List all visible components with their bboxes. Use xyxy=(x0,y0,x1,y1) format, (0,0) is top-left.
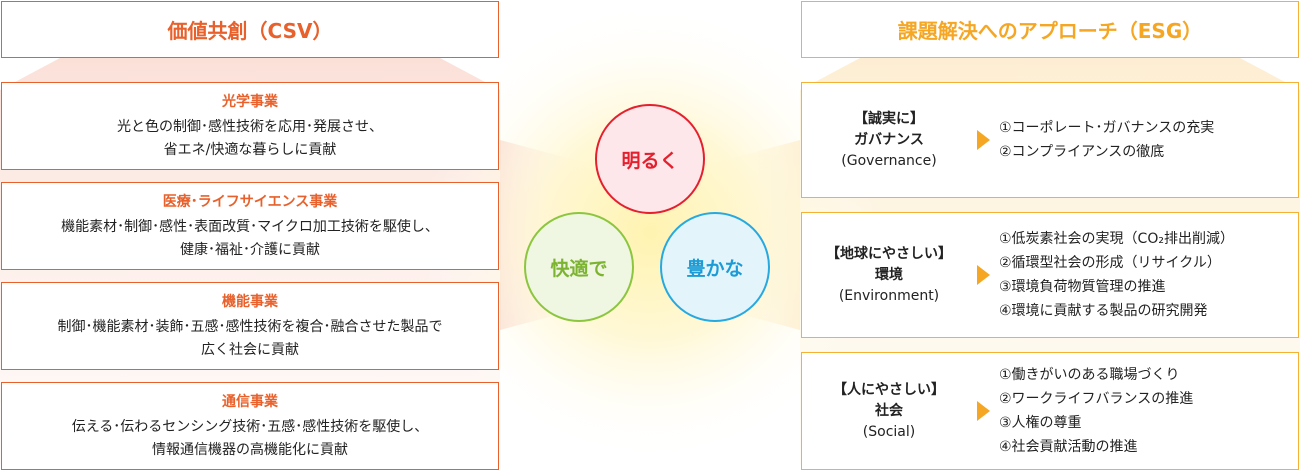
circle-rich: 豊かな xyxy=(660,212,770,322)
list-item: ②循環型社会の形成（リサイクル） xyxy=(999,255,1221,271)
csv-header: 価値共創（CSV） xyxy=(1,1,499,58)
esg-label-sub: 社会 xyxy=(875,402,903,419)
esg-header: 課題解決へのアプローチ（ESG） xyxy=(801,1,1299,58)
esg-label-en: (Environment) xyxy=(838,287,940,304)
business-title: 通信事業 xyxy=(222,393,278,410)
esg-label-bold: 【人にやさしい】 xyxy=(833,381,945,398)
business-optics: 光学事業 光と色の制御･感性技術を応用･発展させ、 省エネ/快適な暮らしに貢献 xyxy=(1,82,499,170)
business-title: 機能事業 xyxy=(222,293,278,310)
esg-label-bold: 【地球にやさしい】 xyxy=(826,245,952,262)
esg-label-sub: ガバナンス xyxy=(854,131,924,148)
esg-governance: 【誠実に】 ガバナンス (Governance) ①コーポレート･ガバナンスの充… xyxy=(801,82,1299,198)
circle-label: 豊かな xyxy=(686,257,744,280)
circle-label: 快適で xyxy=(550,257,608,280)
list-item: ③人権の尊重 xyxy=(999,415,1082,431)
business-desc-line: 光と色の制御･感性技術を応用･発展させ、 xyxy=(117,118,383,135)
list-item: ④社会貢献活動の推進 xyxy=(999,439,1138,455)
esg-environment: 【地球にやさしい】 環境 (Environment) ①低炭素社会の実現（CO₂… xyxy=(801,212,1299,338)
list-item: ①コーポレート･ガバナンスの充実 xyxy=(999,120,1215,136)
business-communication: 通信事業 伝える･伝わるセンシング技術･五感･感性技術を駆使し、 情報通信機器の… xyxy=(1,382,499,470)
esg-label-en: (Governance) xyxy=(841,152,937,169)
business-desc-line: 健康･福祉･介護に貢献 xyxy=(180,241,320,258)
business-functional: 機能事業 制御･機能素材･装飾･五感･感性技術を複合･融合させた製品で 広く社会… xyxy=(1,282,499,370)
business-desc-line: 省エネ/快適な暮らしに貢献 xyxy=(163,141,337,158)
list-item: ①働きがいのある職場づくり xyxy=(999,367,1180,383)
esg-label-en: (Social) xyxy=(862,423,916,440)
circle-comfortable: 快適で xyxy=(524,212,634,322)
list-item: ①低炭素社会の実現（CO₂排出削減） xyxy=(999,231,1234,247)
business-medical: 医療･ライフサイエンス事業 機能素材･制御･感性･表面改質･マイクロ加工技術を駆… xyxy=(1,182,499,270)
business-desc-line: 制御･機能素材･装飾･五感･感性技術を複合･融合させた製品で xyxy=(57,318,443,335)
esg-title: 課題解決へのアプローチ（ESG） xyxy=(897,19,1203,43)
esg-item-list: ①低炭素社会の実現（CO₂排出削減） ②循環型社会の形成（リサイクル） ③環境負… xyxy=(999,213,1234,337)
business-desc-line: 伝える･伝わるセンシング技術･五感･感性技術を駆使し、 xyxy=(71,418,429,435)
business-desc-line: 機能素材･制御･感性･表面改質･マイクロ加工技術を駆使し、 xyxy=(61,218,439,235)
list-item: ③環境負荷物質管理の推進 xyxy=(999,279,1166,295)
circle-bright: 明るく xyxy=(595,104,705,214)
esg-label: 【人にやさしい】 社会 (Social) xyxy=(814,353,964,469)
esg-social: 【人にやさしい】 社会 (Social) ①働きがいのある職場づくり ②ワークラ… xyxy=(801,352,1299,470)
esg-item-list: ①働きがいのある職場づくり ②ワークライフバランスの推進 ③人権の尊重 ④社会貢… xyxy=(999,353,1193,469)
triangle-arrow-icon xyxy=(977,265,990,285)
business-title: 光学事業 xyxy=(222,93,278,110)
circle-label: 明るく xyxy=(621,149,679,172)
esg-item-list: ①コーポレート･ガバナンスの充実 ②コンプライアンスの徹底 xyxy=(999,83,1214,197)
list-item: ②コンプライアンスの徹底 xyxy=(999,144,1165,160)
triangle-arrow-icon xyxy=(977,130,990,150)
list-item: ②ワークライフバランスの推進 xyxy=(999,391,1194,407)
csv-title: 価値共創（CSV） xyxy=(167,19,333,43)
business-title: 医療･ライフサイエンス事業 xyxy=(162,193,338,210)
business-desc-line: 広く社会に貢献 xyxy=(201,341,299,358)
esg-label-bold: 【誠実に】 xyxy=(854,110,924,127)
list-item: ④環境に貢献する製品の研究開発 xyxy=(999,303,1208,319)
business-desc-line: 情報通信機器の高機能化に貢献 xyxy=(152,441,348,458)
esg-label-sub: 環境 xyxy=(875,266,903,283)
triangle-arrow-icon xyxy=(977,401,990,421)
esg-label: 【地球にやさしい】 環境 (Environment) xyxy=(814,213,964,337)
esg-label: 【誠実に】 ガバナンス (Governance) xyxy=(814,83,964,197)
